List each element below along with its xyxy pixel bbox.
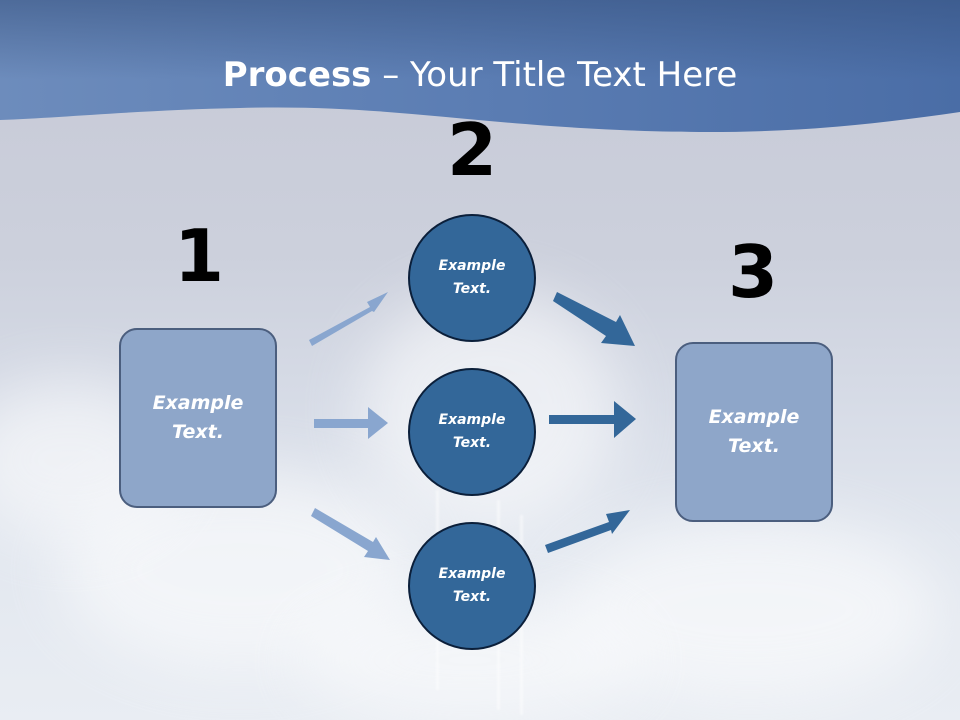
step3-box: Example Text. [675, 342, 833, 522]
step-number-2: 2 [446, 108, 498, 192]
step3-text: Example Text. [708, 406, 800, 457]
title-rest-text: – Your Title Text Here [371, 55, 738, 95]
step2-circle-top-text: Example Text. [438, 258, 506, 297]
arrow-icon [311, 508, 390, 560]
step1-box: Example Text. [119, 328, 277, 508]
arrow-icon [553, 292, 635, 346]
arrow-icon [314, 407, 388, 439]
light-arrows [309, 292, 390, 560]
arrow-icon [545, 510, 630, 553]
dark-arrows [545, 292, 636, 553]
step2-circle-bottom: Example Text. [408, 522, 536, 650]
step2-circle-bottom-text: Example Text. [438, 566, 506, 605]
arrow-icon [549, 401, 636, 438]
step2-circle-middle: Example Text. [408, 368, 536, 496]
title-bold-text: Process [222, 55, 372, 95]
slide-title: Process – Your Title Text Here [0, 54, 960, 96]
title-banner [0, 0, 960, 132]
step2-circle-top: Example Text. [408, 214, 536, 342]
step1-text: Example Text. [152, 392, 244, 443]
step-number-1: 1 [173, 214, 225, 298]
step2-circle-middle-text: Example Text. [438, 412, 506, 451]
arrow-icon [309, 292, 388, 346]
step-number-3: 3 [727, 230, 779, 314]
